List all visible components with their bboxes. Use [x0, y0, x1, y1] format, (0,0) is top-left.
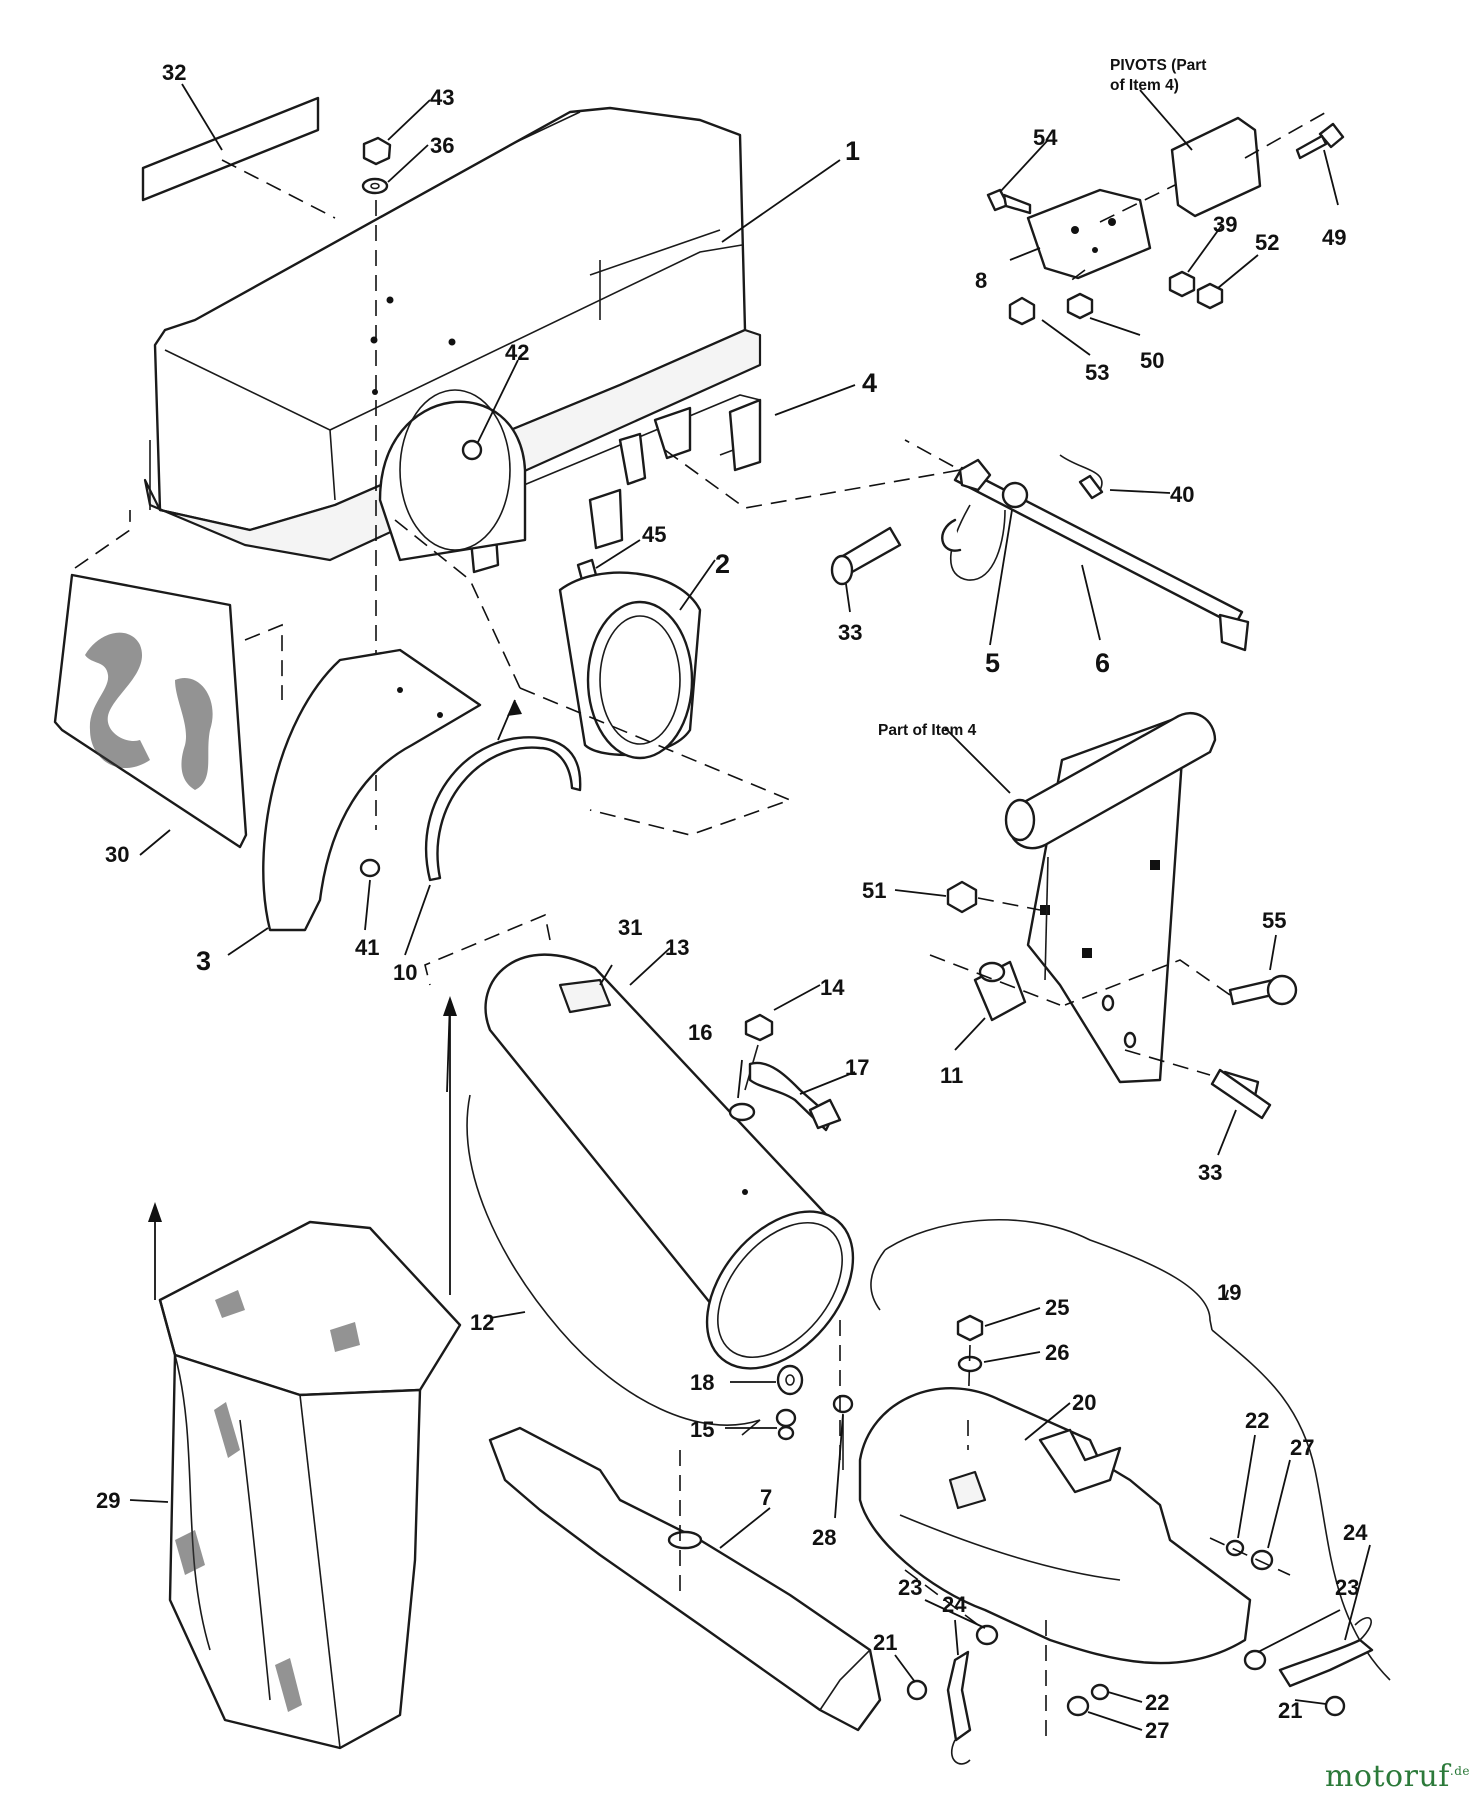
opening-part [378, 359, 527, 562]
callout-32: 32 [162, 60, 186, 85]
callout-24-left: 24 [942, 1592, 967, 1617]
callout-10: 10 [393, 960, 417, 985]
callout-31: 31 [618, 915, 642, 940]
blade-part [488, 1426, 882, 1732]
callout-33-upper: 33 [838, 620, 862, 645]
callout-29: 29 [96, 1488, 120, 1513]
callout-21-left: 21 [873, 1630, 897, 1655]
housing-part [143, 106, 841, 562]
callout-26: 26 [1045, 1340, 1069, 1365]
nut-51-part [894, 880, 1041, 914]
callout-55: 55 [1262, 908, 1286, 933]
deflector-part [227, 648, 482, 956]
callout-52: 52 [1255, 230, 1279, 255]
bracket-part [944, 712, 1217, 1084]
callout-22-upper: 22 [1245, 1408, 1269, 1433]
callout-22-lower: 22 [1145, 1690, 1169, 1715]
callout-21-right: 21 [1278, 1698, 1302, 1723]
callout-17: 17 [845, 1055, 869, 1080]
callout-28: 28 [812, 1525, 836, 1550]
bolt-54-part [986, 139, 1049, 215]
callout-27-upper: 27 [1290, 1435, 1314, 1460]
callout-33-lower: 33 [1198, 1160, 1222, 1185]
callout-41: 41 [355, 935, 379, 960]
bolt-49-part [1295, 122, 1345, 206]
callout-8: 8 [975, 268, 987, 293]
rod-assembly-part [664, 439, 1250, 652]
callout-16: 16 [688, 1020, 712, 1045]
decal-part [141, 83, 336, 219]
callout-4: 4 [862, 368, 877, 398]
spacer-part [929, 954, 1061, 1051]
nut-41-part [359, 858, 381, 931]
callout-2: 2 [715, 549, 730, 579]
hardware-21-23-24-right-part [1243, 1544, 1374, 1717]
band-part [404, 699, 582, 956]
callout-19: 19 [1217, 1280, 1241, 1305]
note-pivots-line1: PIVOTS (Part [1110, 57, 1206, 74]
callout-36: 36 [430, 133, 454, 158]
callout-51: 51 [862, 878, 886, 903]
callout-12: 12 [470, 1310, 494, 1335]
callout-23-right: 23 [1335, 1575, 1359, 1600]
callout-54: 54 [1033, 125, 1058, 150]
pin-33-part [1124, 1049, 1272, 1156]
callout-15: 15 [690, 1417, 714, 1442]
pivots-part [1026, 89, 1331, 286]
note-part-of-item-4: Part of Item 4 [878, 722, 977, 739]
callout-1: 1 [845, 136, 860, 166]
callout-7: 7 [760, 1485, 772, 1510]
note-pivots-line2: of Item 4) [1110, 77, 1179, 94]
lower-chute-part [839, 1218, 1391, 1681]
callout-3: 3 [196, 946, 211, 976]
callout-6: 6 [1095, 648, 1110, 678]
hardware-22-27-lower-part [1045, 1620, 1143, 1740]
callout-27-lower: 27 [1145, 1718, 1169, 1743]
nuts-lower-part [725, 1307, 1041, 1519]
screen-part [53, 510, 283, 856]
nuts-pivot-part [1008, 224, 1259, 356]
bag-part [129, 996, 462, 1750]
callout-18: 18 [690, 1370, 714, 1395]
callout-13: 13 [665, 935, 689, 960]
callout-23-left: 23 [898, 1575, 922, 1600]
callout-30: 30 [105, 842, 129, 867]
tube-part [424, 913, 855, 1370]
callout-43: 43 [430, 85, 454, 110]
bolt-55-part [1064, 934, 1298, 1006]
watermark-suffix: .de [1449, 1764, 1470, 1778]
callout-39: 39 [1213, 212, 1237, 237]
callout-50: 50 [1140, 348, 1164, 373]
hardware-22-27-part [1209, 1434, 1291, 1576]
callout-5: 5 [985, 648, 1000, 678]
callout-11: 11 [940, 1063, 963, 1088]
watermark-text: motoruf [1324, 1759, 1450, 1794]
watermark-logo: motoruf.de [1325, 1759, 1470, 1794]
callout-24-right: 24 [1343, 1520, 1368, 1545]
callout-40: 40 [1170, 482, 1194, 507]
hardware-14-16-17-part [728, 984, 856, 1132]
callout-20: 20 [1072, 1390, 1096, 1415]
callout-53: 53 [1085, 360, 1109, 385]
callout-45: 45 [642, 522, 666, 547]
callouts: 32 43 36 1 42 4 45 2 30 3 41 10 PIVOTS (… [96, 57, 1368, 1743]
callout-14: 14 [820, 975, 845, 1000]
callout-42: 42 [505, 340, 529, 365]
cylinder-part [394, 519, 793, 836]
callout-49: 49 [1322, 225, 1346, 250]
callout-25: 25 [1045, 1295, 1069, 1320]
hardware-21-23-24-left-part [894, 1569, 999, 1765]
